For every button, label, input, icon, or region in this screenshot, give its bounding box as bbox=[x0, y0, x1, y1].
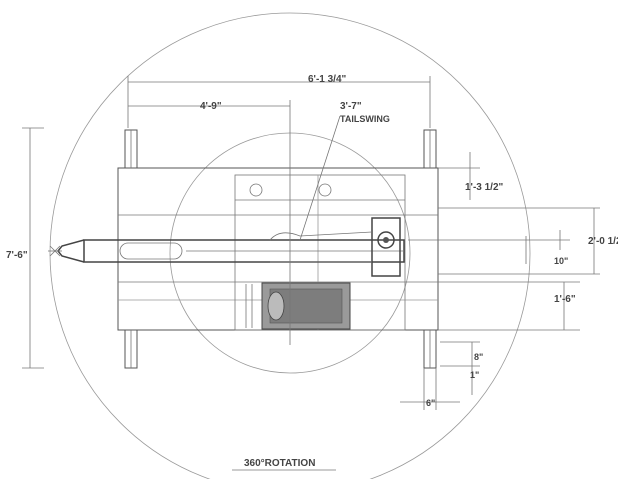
boom-pivot bbox=[269, 217, 401, 277]
boom-offset-label: 4'-9" bbox=[200, 101, 222, 112]
turret-block bbox=[234, 174, 406, 331]
rotation-label: 360°ROTATION bbox=[244, 458, 315, 469]
overall-width-label: 6'-1 3/4" bbox=[308, 74, 347, 85]
dim-inner-gap: 10" bbox=[408, 230, 570, 266]
hole-right bbox=[318, 183, 332, 197]
outrigger-bottom-left bbox=[124, 329, 138, 369]
tailswing-value-label: 3'-7" bbox=[340, 101, 362, 112]
outrigger-pad-1-label: 8" bbox=[474, 352, 483, 362]
dim-outrigger-pads: 8" 1" bbox=[440, 341, 483, 395]
tailswing-label: TAILSWING bbox=[340, 114, 390, 124]
dim-outrigger-offset: 1'-3 1/2" bbox=[438, 152, 600, 209]
outrigger-top-left bbox=[124, 129, 138, 169]
boom bbox=[48, 239, 405, 263]
dim-overall-width: 6'-1 3/4" bbox=[127, 74, 431, 128]
outrigger-bottom-right bbox=[423, 329, 437, 369]
overall-length-label: 7'-6" bbox=[6, 250, 28, 261]
cab-width-label: 2'-0 1/2" bbox=[588, 236, 618, 247]
pad-width-label: 6" bbox=[426, 398, 435, 408]
dim-pad-width: 6" bbox=[400, 368, 460, 410]
rotation-caption: 360°ROTATION bbox=[232, 458, 336, 471]
outrigger-pad-2-label: 1" bbox=[470, 370, 479, 380]
cab-depth-label: 1'-6" bbox=[554, 294, 576, 305]
dim-overall-length: 7'-6" bbox=[6, 127, 44, 369]
dim-cab-depth: 1'-6" bbox=[438, 281, 580, 331]
outrigger-top-right bbox=[423, 129, 437, 169]
rotation-circle bbox=[49, 12, 531, 479]
dim-cab-width: 2'-0 1/2" bbox=[438, 208, 618, 275]
hole-left bbox=[249, 183, 263, 197]
outrigger-offset-label: 1'-3 1/2" bbox=[465, 182, 504, 193]
dim-tailswing: 3'-7" TAILSWING bbox=[299, 101, 390, 241]
inner-gap-label: 10" bbox=[554, 256, 568, 266]
engine-compartment bbox=[245, 282, 351, 330]
dim-boom-offset: 4'-9" bbox=[128, 100, 291, 345]
